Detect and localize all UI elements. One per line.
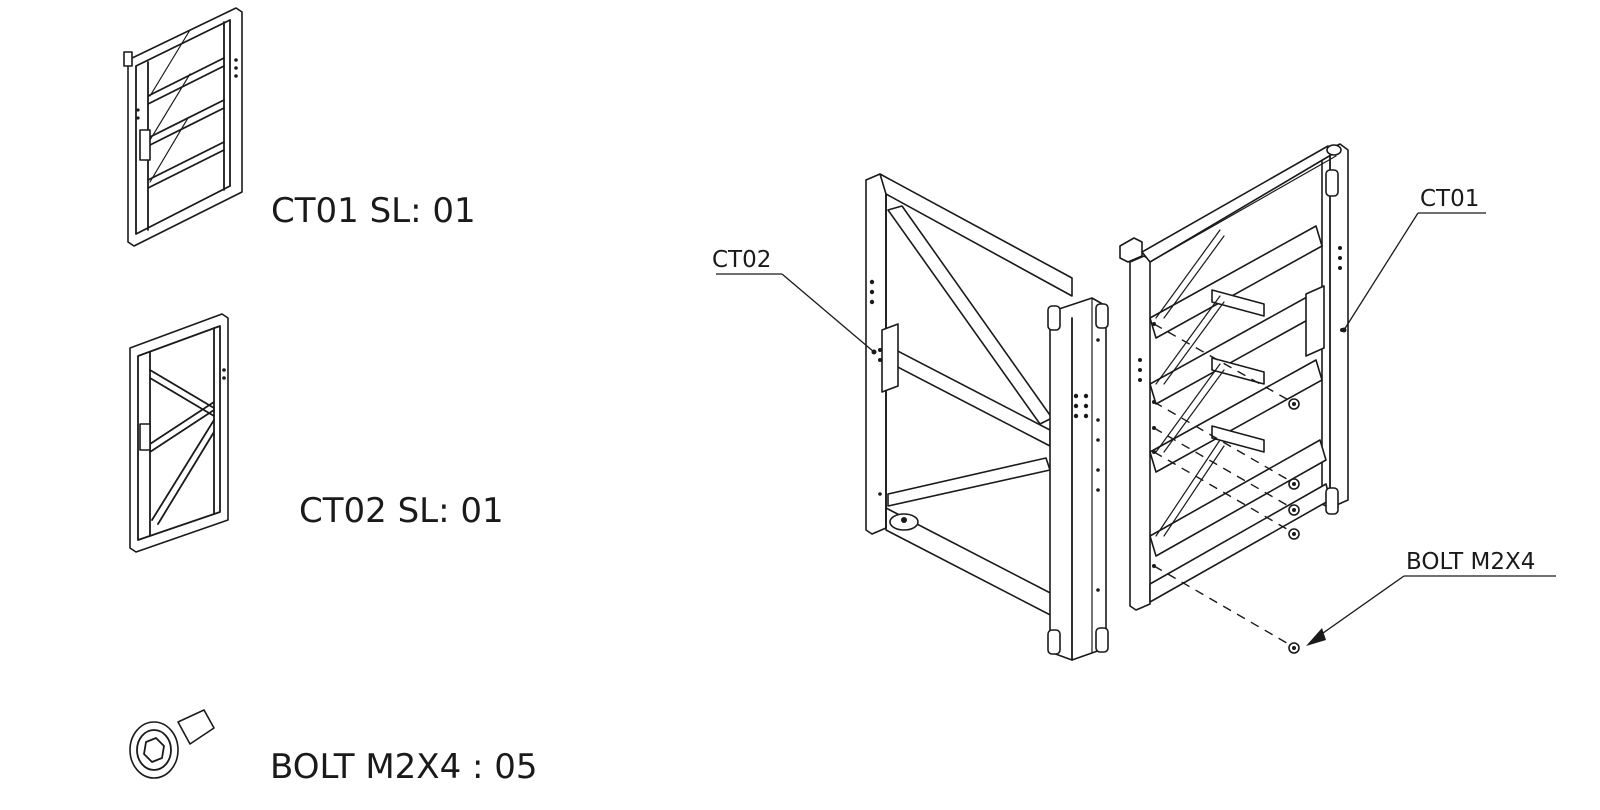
bom-thumbnail-bolt: [129, 709, 215, 779]
assembly-frame-ct02: [865, 173, 1109, 661]
callout-label-ct01: CT01: [1420, 186, 1479, 212]
callout-ct02: CT02: [712, 247, 877, 355]
assembly-frame-ct01: [1119, 143, 1349, 611]
bom-label-ct02: CT02 SL: 01: [299, 491, 504, 531]
bolt-insertion-paths: [1153, 323, 1293, 647]
callout-ct01: CT01: [1341, 186, 1486, 333]
bom-thumbnail-ct01: [123, 7, 243, 247]
callout-label-bolt: BOLT M2X4: [1406, 549, 1535, 575]
callout-bolt: BOLT M2X4: [1306, 549, 1556, 646]
bom-label-ct01: CT01 SL: 01: [271, 191, 476, 231]
bolts: [1288, 398, 1300, 654]
bom-label-bolt: BOLT M2X4 : 05: [270, 747, 538, 787]
callout-label-ct02: CT02: [712, 247, 771, 273]
bom-thumbnail-ct02: [129, 313, 229, 553]
